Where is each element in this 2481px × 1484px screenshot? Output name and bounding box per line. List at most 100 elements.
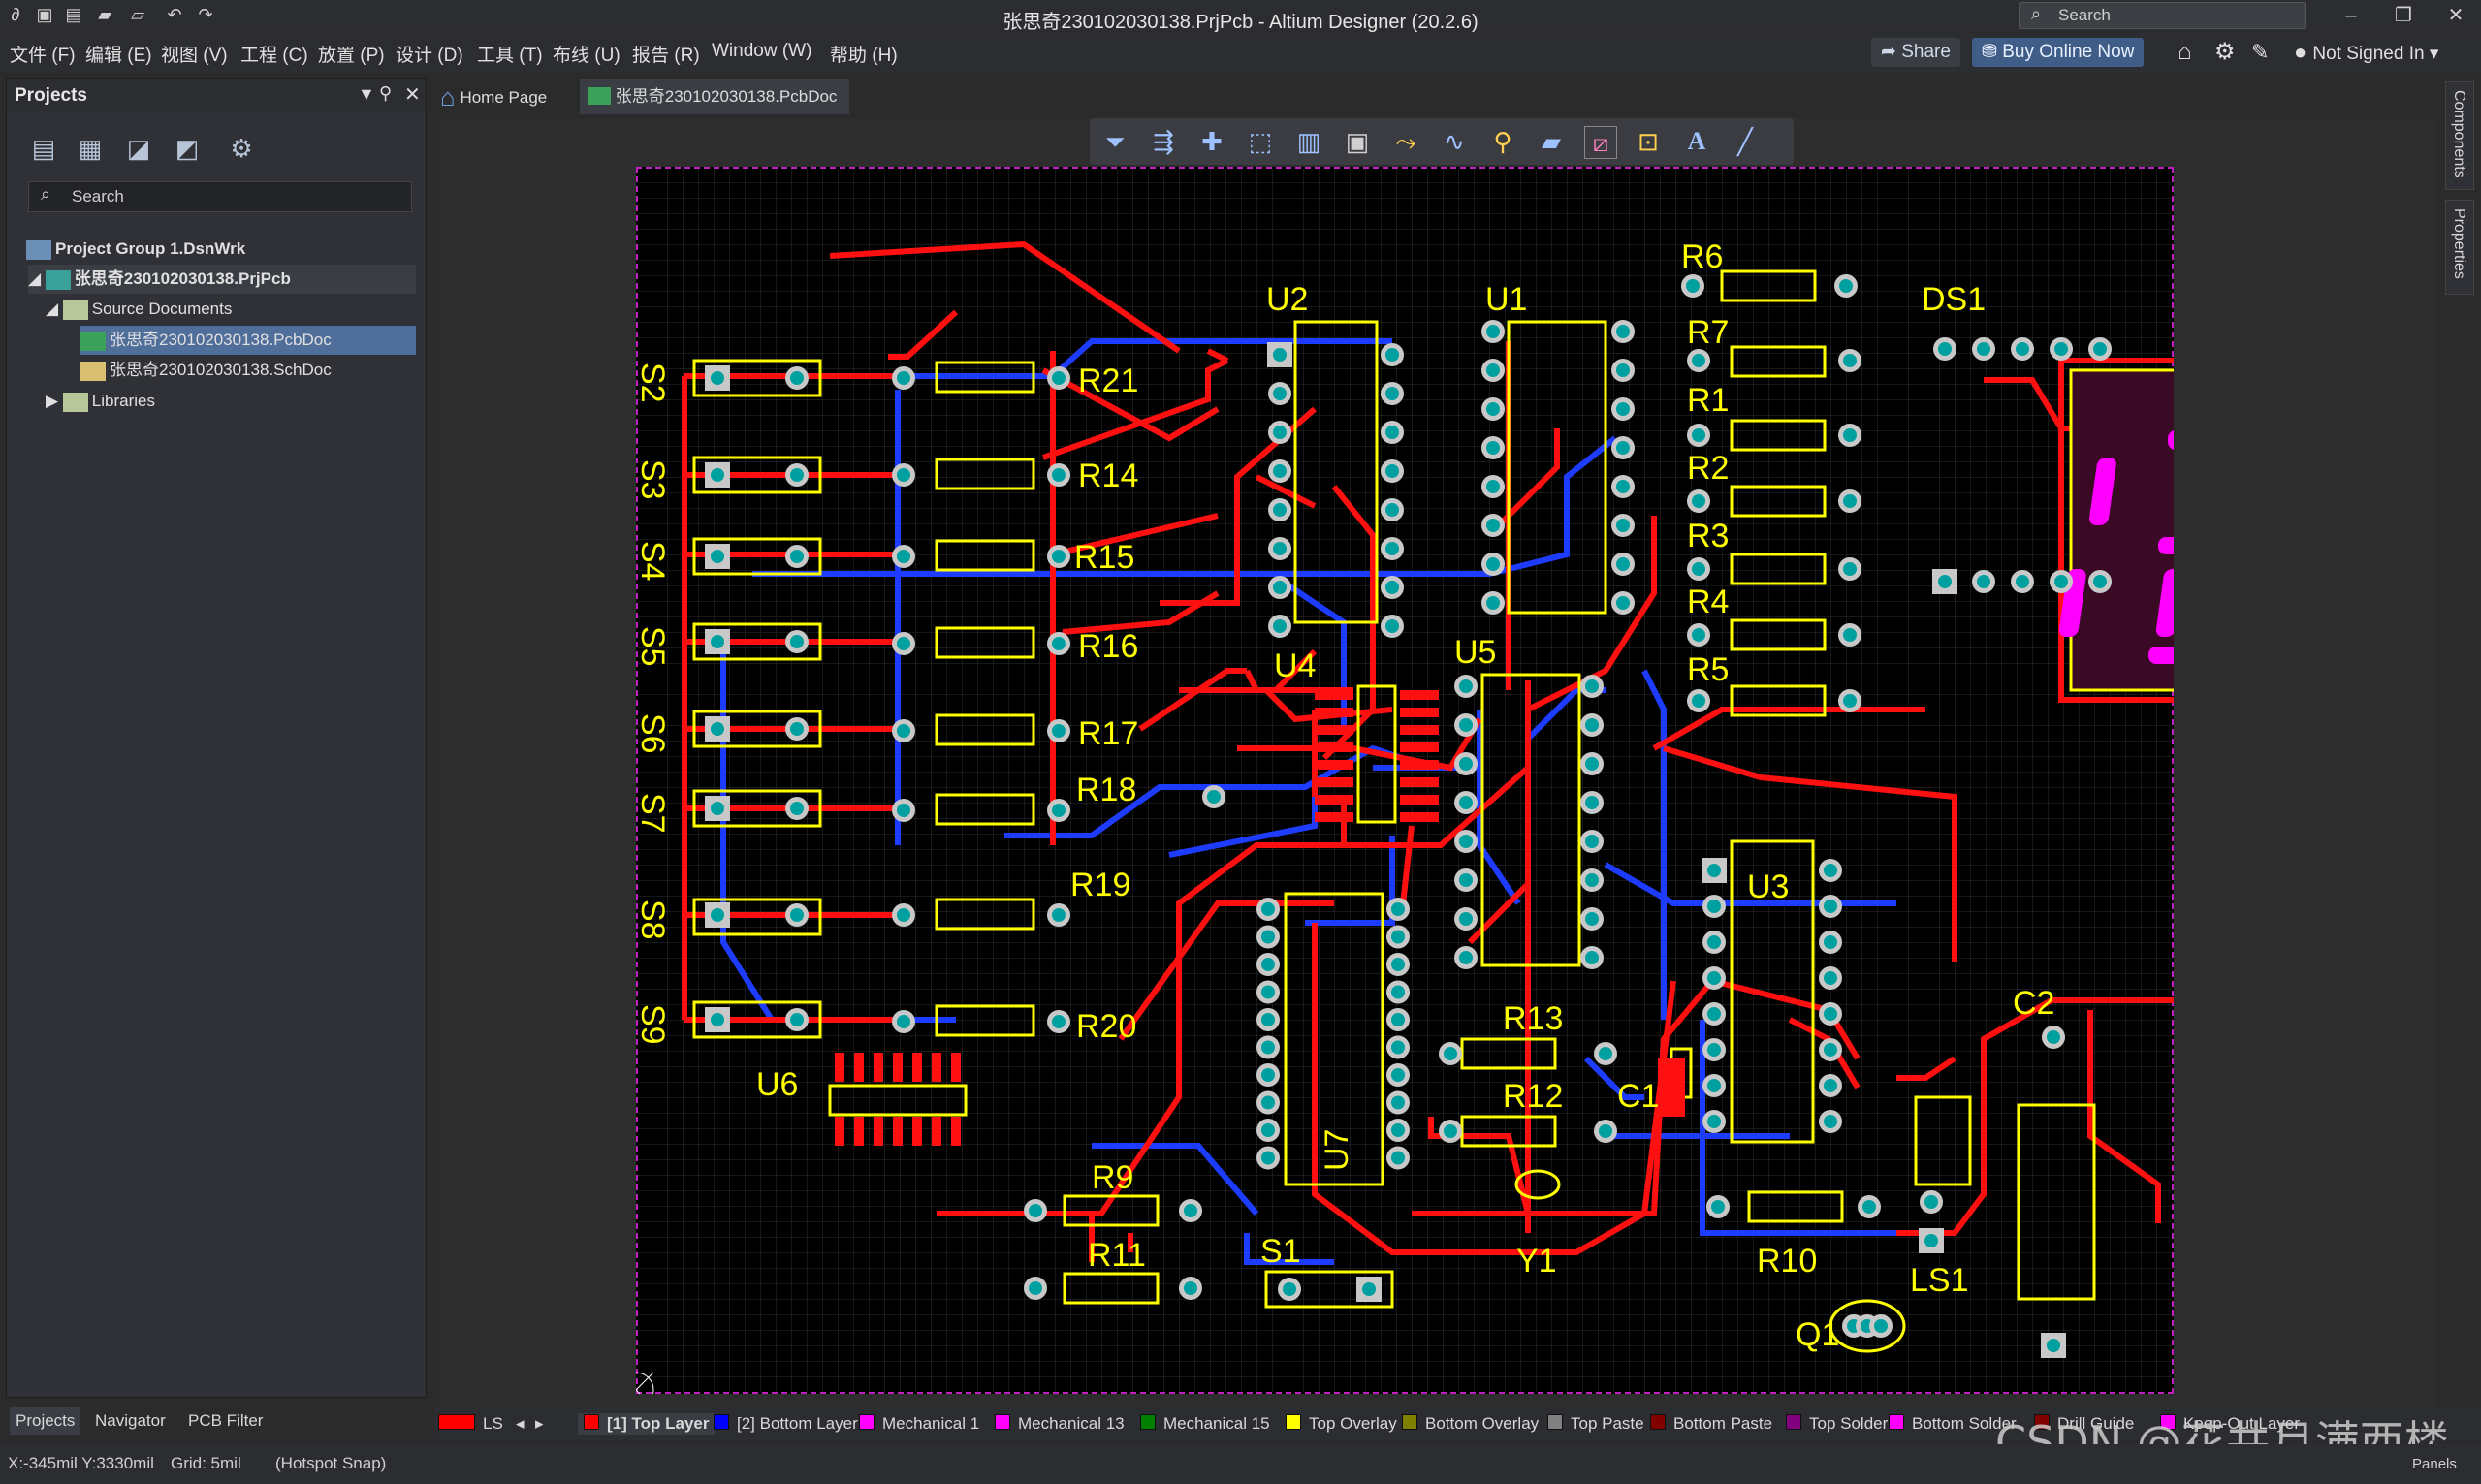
save-icon[interactable]: ▣	[36, 5, 53, 24]
menu-design[interactable]: 设计 (D)	[396, 46, 463, 66]
pads	[705, 274, 2112, 1358]
tree-item-project-group[interactable]: Project Group 1.DsnWrk	[26, 235, 245, 264]
panels-button[interactable]: Panels	[2412, 1456, 2457, 1472]
layer-tab-7[interactable]: Bottom Overlay	[1402, 1413, 1539, 1435]
panel-close-icon[interactable]: ✕	[404, 84, 421, 106]
menu-project[interactable]: 工程 (C)	[240, 46, 308, 66]
align-icon[interactable]: ▥	[1296, 127, 1321, 156]
menu-tools[interactable]: 工具 (T)	[477, 46, 543, 66]
tree-item-schdoc[interactable]: 张思奇230102030138.SchDoc	[80, 356, 332, 385]
home-icon[interactable]: ⌂	[2178, 39, 2192, 65]
dimension-icon[interactable]: ⊡	[1638, 127, 1659, 156]
layer-tab-8[interactable]: Top Paste	[1547, 1413, 1644, 1435]
layer-scroll-left-icon[interactable]: ◂	[516, 1414, 525, 1433]
tree-item-source-documents[interactable]: ◢ Source Documents	[46, 295, 232, 324]
designator-r19: R19	[1070, 867, 1130, 903]
status-bar: X:-345mil Y:3330mil Grid: 5mil (Hotspot …	[0, 1444, 2481, 1484]
tree-item-pcbdoc[interactable]: 张思奇230102030138.PcbDoc	[80, 326, 416, 355]
layer-tab-10[interactable]: Top Solder	[1786, 1413, 1888, 1435]
tree-item-project[interactable]: ◢ 张思奇230102030138.PrjPcb	[28, 265, 416, 294]
tab-properties[interactable]: Properties	[2445, 200, 2474, 295]
place-region-icon[interactable]: ⧄	[1584, 126, 1617, 159]
save-all-icon[interactable]: ▤	[65, 5, 82, 24]
tab-navigator[interactable]: Navigator	[95, 1411, 166, 1430]
menu-route[interactable]: 布线 (U)	[553, 46, 620, 66]
pad-hole	[1444, 1047, 1457, 1060]
menu-help[interactable]: 帮助 (H)	[830, 46, 898, 66]
minimize-button[interactable]: –	[2345, 5, 2357, 26]
open-project-icon[interactable]: ▱	[131, 5, 144, 24]
pad-hole	[1261, 1095, 1275, 1110]
pad-hole	[1843, 494, 1857, 508]
redo-icon[interactable]: ↷	[198, 5, 213, 24]
menu-edit[interactable]: 编辑 (E)	[85, 46, 152, 66]
layer-tab-9[interactable]: Bottom Paste	[1650, 1413, 1772, 1435]
compile-icon[interactable]: ▦	[78, 134, 103, 163]
pad-hole	[1052, 908, 1066, 922]
tab-components[interactable]: Components	[2445, 81, 2474, 190]
current-layer-indicator[interactable]: LS	[438, 1413, 503, 1435]
menu-place[interactable]: 放置 (P)	[318, 46, 385, 66]
undo-icon[interactable]: ↶	[167, 5, 182, 24]
close-button[interactable]: ✕	[2447, 5, 2465, 26]
layer-tab-5[interactable]: Mechanical 15	[1140, 1413, 1270, 1435]
pad-hole	[790, 1013, 804, 1026]
tab-pcbdoc[interactable]: 张思奇230102030138.PcbDoc	[580, 79, 849, 114]
tab-pcb-filter[interactable]: PCB Filter	[188, 1411, 264, 1430]
select-area-icon[interactable]: ⬚	[1248, 127, 1273, 156]
pad-hole	[1283, 1282, 1296, 1296]
layer-tab-3[interactable]: Mechanical 1	[859, 1413, 979, 1435]
layer-tab-2[interactable]: [2] Bottom Layer	[714, 1413, 858, 1435]
panel-settings-gear-icon[interactable]: ⚙	[230, 134, 253, 163]
tab-components-label: Components	[2451, 90, 2467, 178]
pin-icon[interactable]: ⚲	[379, 83, 393, 103]
layer-tab-11[interactable]: Bottom Solder	[1889, 1413, 2017, 1435]
pad-hole	[1585, 679, 1599, 693]
pad-hole	[1874, 1319, 1888, 1333]
place-string-icon[interactable]: A	[1687, 127, 1706, 155]
place-via-icon[interactable]: ⚲	[1493, 127, 1512, 156]
account-button[interactable]: ● Not Signed In ▾	[2284, 38, 2448, 67]
tab-home-page[interactable]: ⌂ Home Page	[440, 79, 574, 114]
pad-hole	[1711, 1200, 1725, 1214]
menu-view[interactable]: 视图 (V)	[161, 46, 228, 66]
layer-scroll-right-icon[interactable]: ▸	[535, 1414, 544, 1433]
place-component-icon[interactable]: ▣	[1345, 127, 1370, 156]
share-button[interactable]: ➦ Share	[1871, 38, 1960, 67]
pad-hole	[1585, 796, 1599, 809]
place-polygon-icon[interactable]: ▰	[1542, 127, 1561, 156]
layer-tab-12[interactable]: Drill Guide	[2034, 1413, 2134, 1435]
pcb-canvas[interactable]: S2 S3 S4 S5 S6 S7 S8 S9 R21 R14 R15 R16 …	[636, 167, 2174, 1394]
layer-tab-6[interactable]: Top Overlay	[1286, 1413, 1397, 1435]
tree-item-libraries[interactable]: ▶ Libraries	[46, 387, 155, 416]
save-project-icon[interactable]: ▤	[31, 134, 56, 163]
layer-tab-13[interactable]: Keep-Out Layer	[2160, 1413, 2300, 1435]
interactive-routing-icon[interactable]: ⇶	[1153, 127, 1174, 156]
route-icon[interactable]: ⤳	[1395, 127, 1416, 156]
place-line-icon[interactable]: ╱	[1737, 127, 1753, 156]
u4-footprint	[1315, 690, 1439, 822]
tab-projects[interactable]: Projects	[10, 1407, 81, 1435]
filter-icon[interactable]: ⏷	[1104, 127, 1126, 156]
length-tuning-icon[interactable]: ∿	[1444, 127, 1465, 156]
menu-window[interactable]: Window (W)	[712, 41, 812, 61]
layer-tab-1[interactable]: [1] Top Layer	[578, 1413, 716, 1435]
menu-reports[interactable]: 报告 (R)	[632, 46, 700, 66]
pad-hole	[1459, 912, 1473, 926]
layer-tab-4[interactable]: Mechanical 13	[995, 1413, 1125, 1435]
open-icon[interactable]: ▰	[98, 5, 111, 24]
buy-online-button[interactable]: ⛃ Buy Online Now	[1972, 38, 2145, 67]
expand-arrow-icon: ◢	[28, 269, 46, 288]
notifications-icon[interactable]: ✎	[2251, 40, 2270, 64]
restore-button[interactable]: ❐	[2395, 5, 2412, 26]
pad-hole	[1052, 468, 1066, 482]
settings-gear-icon[interactable]: ⚙	[2214, 39, 2236, 65]
pad-hole	[1486, 519, 1500, 532]
projects-search-input[interactable]: ⌕ Search	[28, 181, 412, 212]
menu-file[interactable]: 文件 (F)	[10, 46, 76, 66]
panel-menu-icon[interactable]: ▼	[358, 84, 375, 104]
add-document-icon[interactable]: ◩	[175, 134, 200, 163]
project-options-icon[interactable]: ◪	[126, 134, 151, 163]
global-search[interactable]: ⌕ Search	[2019, 2, 2306, 29]
cross-probe-icon[interactable]: ✚	[1201, 127, 1223, 156]
